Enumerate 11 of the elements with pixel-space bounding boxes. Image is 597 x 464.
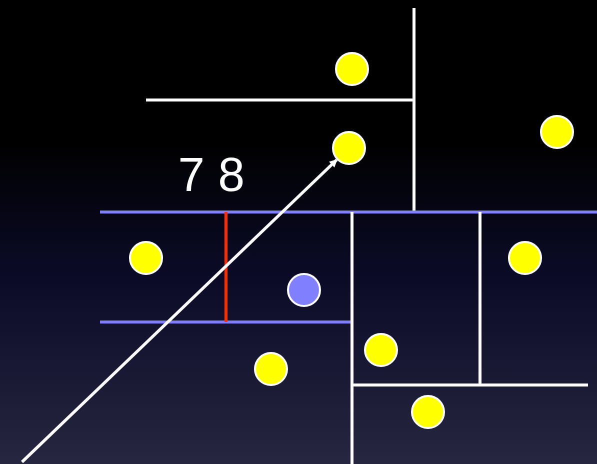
point-dot xyxy=(287,273,321,307)
point-dot xyxy=(335,52,369,86)
point-dot xyxy=(508,241,542,275)
point-dot xyxy=(540,115,574,149)
point-dot xyxy=(364,333,398,367)
point-dot xyxy=(332,131,366,165)
number-label: 7 8 xyxy=(178,152,245,200)
point-dot xyxy=(254,352,288,386)
point-dot xyxy=(129,241,163,275)
arrow xyxy=(20,158,338,464)
point-dot xyxy=(411,395,445,429)
